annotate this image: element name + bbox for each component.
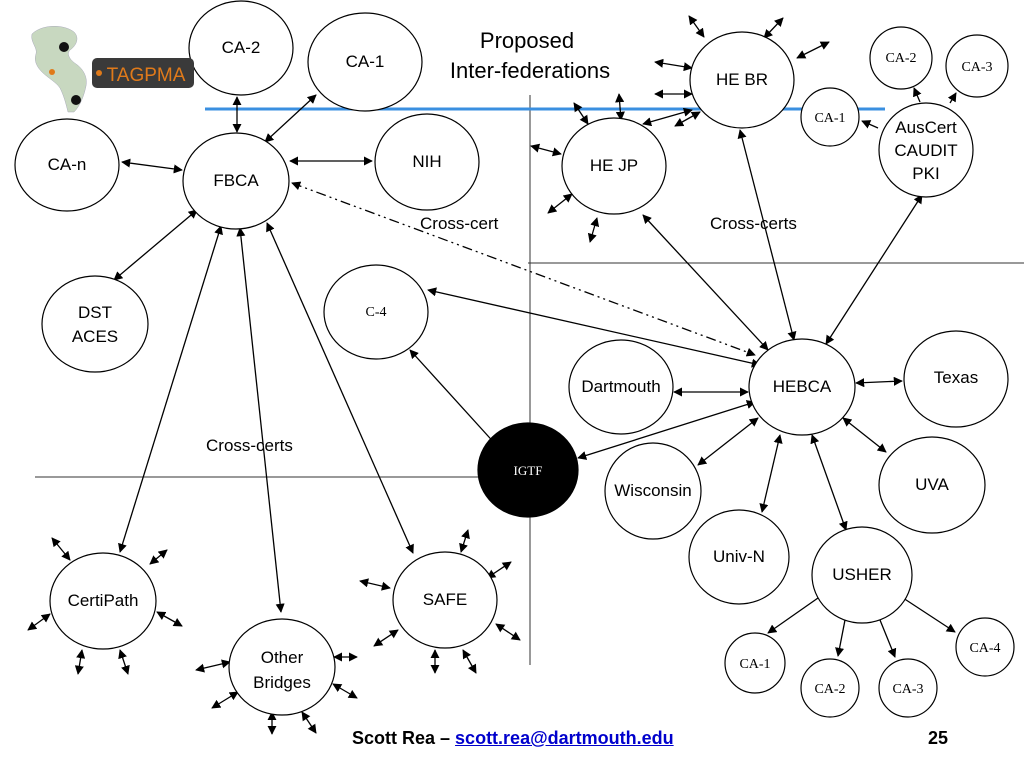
node-label: USHER xyxy=(832,565,892,584)
node-label: CertiPath xyxy=(68,591,139,610)
node-label: FBCA xyxy=(213,171,259,190)
footer-author: Scott Rea – scott.rea@dartmouth.edu xyxy=(352,728,674,749)
node-he-jp: HE JP xyxy=(561,117,667,215)
node-label-line-2: Bridges xyxy=(253,673,311,692)
node-label-line-1: DST xyxy=(78,303,112,322)
node-label: CA-1 xyxy=(739,657,770,672)
node-label: Dartmouth xyxy=(581,377,660,396)
node-he-br: HE BR xyxy=(689,31,795,129)
node-ca-1-aus: CA-1 xyxy=(800,87,860,147)
node-label: CA-2 xyxy=(222,38,261,57)
dot-icon xyxy=(96,70,102,76)
node-label: CA-2 xyxy=(885,51,916,66)
tagpma-badge xyxy=(92,58,194,88)
node-label: CA-3 xyxy=(961,60,992,75)
node-label: Wisconsin xyxy=(614,481,691,500)
node-other-bridges: Other Bridges xyxy=(228,618,336,716)
cross-cert-label: Cross-cert xyxy=(420,214,499,233)
node-safe: SAFE xyxy=(392,551,498,649)
node-label: CA-n xyxy=(48,155,87,174)
node-ca-2-usher: CA-2 xyxy=(800,658,860,718)
node-label: Univ-N xyxy=(713,547,765,566)
footer: Scott Rea – scott.rea@dartmouth.edu 25 xyxy=(0,728,1024,758)
node-certipath: CertiPath xyxy=(49,552,157,650)
node-uva: UVA xyxy=(878,436,986,534)
tagpma-logo: TAGPMA xyxy=(31,26,194,113)
node-label: Texas xyxy=(934,368,978,387)
node-label: NIH xyxy=(412,152,441,171)
node-ca-n: CA-n xyxy=(14,118,120,212)
node-ca-1-usher: CA-1 xyxy=(724,632,786,694)
node-label-line-3: PKI xyxy=(912,164,939,183)
node-auscert-caudit-pki: AusCert CAUDIT PKI xyxy=(878,102,974,198)
node-dst-aces: DST ACES xyxy=(41,275,149,373)
node-igtf: IGTF xyxy=(477,422,579,518)
email-link[interactable]: scott.rea@dartmouth.edu xyxy=(455,728,674,748)
node-label: IGTF xyxy=(514,463,543,478)
peripheral-arrows xyxy=(27,15,830,735)
node-label: SAFE xyxy=(423,590,467,609)
node-fbca: FBCA xyxy=(182,132,290,230)
node-label-line-2: CAUDIT xyxy=(894,141,957,160)
node-ca-3-usher: CA-3 xyxy=(878,658,938,718)
node-ca-1-top: CA-1 xyxy=(307,12,423,112)
node-usher: USHER xyxy=(811,526,913,624)
americas-map-shape xyxy=(31,26,87,113)
node-label-line-2: ACES xyxy=(72,327,118,346)
node-c-4: C-4 xyxy=(323,264,429,360)
cross-certs-label-left: Cross-certs xyxy=(206,436,293,455)
node-label: CA-4 xyxy=(969,641,1000,656)
node-ca-3-aus: CA-3 xyxy=(945,34,1009,98)
node-label: C-4 xyxy=(366,305,387,320)
node-texas: Texas xyxy=(903,330,1009,428)
node-label: CA-2 xyxy=(814,682,845,697)
node-label: HEBCA xyxy=(773,377,832,396)
title-line-1: Proposed xyxy=(480,28,574,53)
keyhole-icon xyxy=(59,42,69,52)
node-label: HE BR xyxy=(716,70,768,89)
node-label-line-1: Other xyxy=(261,648,304,667)
node-label: CA-1 xyxy=(346,52,385,71)
edges xyxy=(113,58,957,658)
cross-certs-label-right: Cross-certs xyxy=(710,214,797,233)
node-label: CA-1 xyxy=(814,111,845,126)
node-ca-2-aus: CA-2 xyxy=(869,26,933,90)
title-line-2: Inter-federations xyxy=(450,58,610,83)
page-number: 25 xyxy=(928,728,949,748)
dot-icon xyxy=(49,69,55,75)
keyhole-icon xyxy=(71,95,81,105)
node-hebca: HEBCA xyxy=(748,338,856,436)
node-ca-2-top: CA-2 xyxy=(188,0,294,96)
node-ca-4-usher: CA-4 xyxy=(955,617,1015,677)
node-label: UVA xyxy=(915,475,949,494)
tagpma-logo-text: TAGPMA xyxy=(107,65,186,86)
node-univ-n: Univ-N xyxy=(688,509,790,605)
node-label: HE JP xyxy=(590,156,638,175)
node-label-line-1: AusCert xyxy=(895,118,957,137)
node-wisconsin: Wisconsin xyxy=(604,442,702,540)
node-dartmouth: Dartmouth xyxy=(568,339,674,435)
node-nih: NIH xyxy=(374,113,480,211)
node-label: CA-3 xyxy=(892,682,923,697)
author-name: Scott Rea – xyxy=(352,728,456,748)
